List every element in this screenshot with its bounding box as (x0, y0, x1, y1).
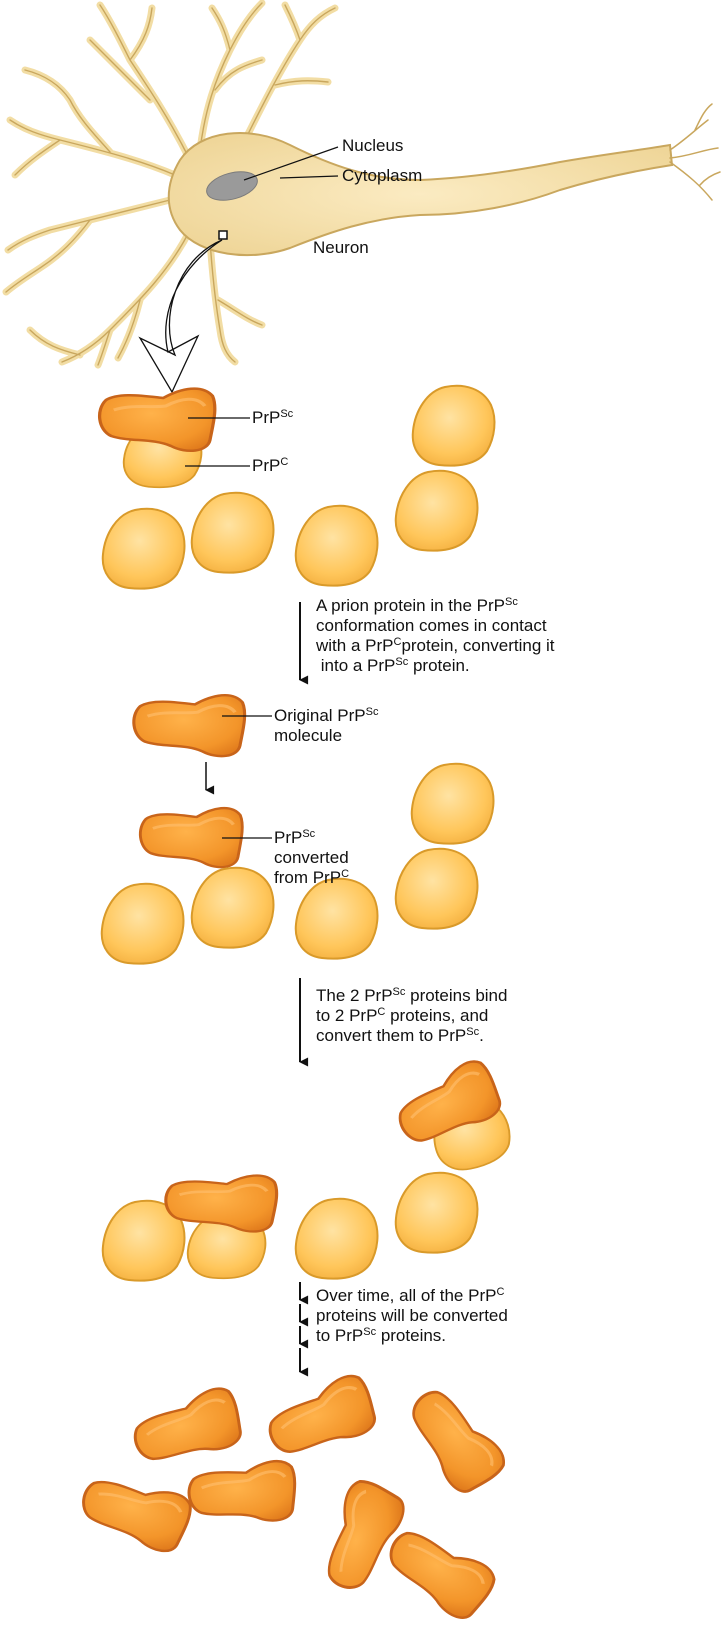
original-prpsc-label: Original PrPSc molecule (274, 706, 474, 746)
panel-4-prpsc-4 (76, 1471, 194, 1556)
panel-1-prpc-e (396, 471, 478, 551)
panel-4-prpsc-7 (378, 1521, 500, 1625)
panel-1-prpc-a (103, 509, 185, 589)
panel-1-prpc-c (296, 506, 378, 586)
panel-1-proteins (100, 386, 495, 589)
step-3-caption: Over time, all of the PrPC proteins will… (316, 1286, 696, 1346)
panel-2-prpc-a (102, 884, 184, 964)
converted-prpsc-label: PrPSc converted from PrPC (274, 828, 474, 888)
panel-1-prpc-d (413, 386, 495, 466)
panel-4-prpsc-2 (261, 1371, 382, 1470)
panel-3-proteins (103, 1056, 520, 1281)
panel-4-prpsc-5 (187, 1460, 298, 1528)
panel-2-prpc-c (296, 879, 378, 959)
panel-1-prpc-label: PrPC (252, 456, 288, 476)
panel-4-prpsc-3 (396, 1381, 510, 1500)
panel-4-prpsc-6 (317, 1477, 409, 1597)
cytoplasm-label: Cytoplasm (342, 166, 422, 186)
panel-1-prpsc-label: PrPSc (252, 408, 293, 428)
panel-2-prpc-b (192, 868, 274, 948)
nucleus-label: Nucleus (342, 136, 403, 156)
axon-terminal (670, 104, 720, 200)
neuron-label: Neuron (313, 238, 369, 258)
panel-2-original-prpsc (134, 695, 245, 756)
panel-1-prpsc (100, 389, 215, 451)
panel-4-all-prpsc (76, 1371, 510, 1625)
panel-4-prpsc-1 (128, 1384, 248, 1476)
panel-3-prpc-c (296, 1199, 378, 1279)
panel-1-prpc-b (192, 493, 274, 573)
step-1-caption: A prion protein in the PrPSc conformatio… (316, 596, 716, 676)
step-2-caption: The 2 PrPSc proteins bind to 2 PrPC prot… (316, 986, 696, 1046)
panel-3-prpc-e (396, 1173, 478, 1253)
zoom-region-marker (219, 231, 227, 239)
